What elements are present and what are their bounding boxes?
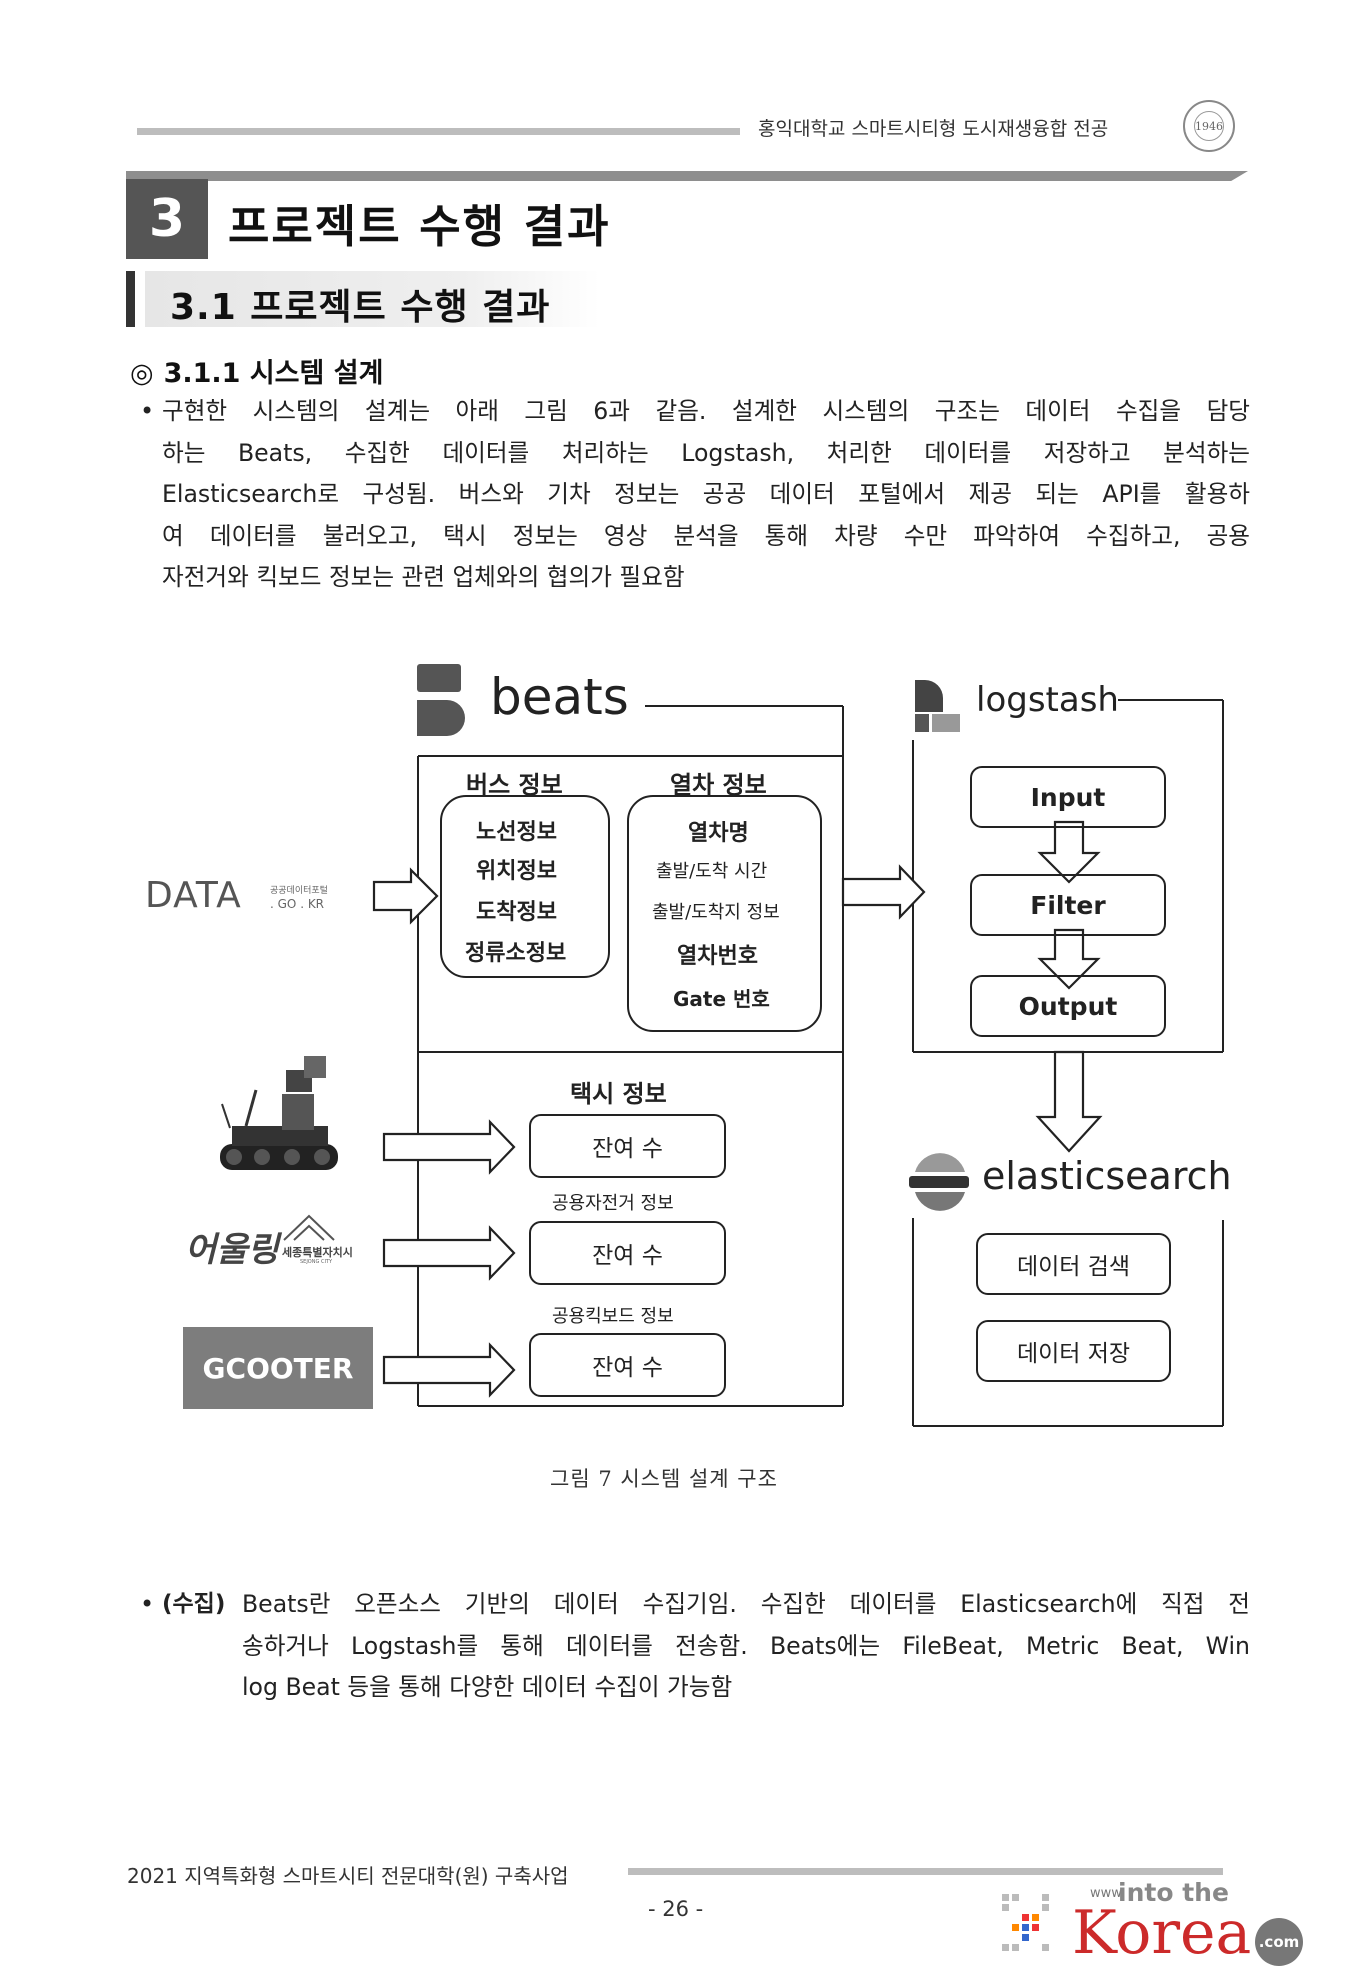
footer-title: 2021 지역특화형 스마트시티 전문대학(원) 구축사업 xyxy=(127,1860,569,1889)
logstash-input-box: Input xyxy=(970,766,1166,828)
logstash-filter-box: Filter xyxy=(970,874,1166,936)
taxi-info-title: 택시 정보 xyxy=(570,1074,667,1109)
kick-remaining-box: 잔여 수 xyxy=(529,1333,726,1397)
paragraph-2: Beats란 오픈소스 기반의 데이터 수집기임. 수집한 데이터를 Elast… xyxy=(242,1584,1250,1709)
figure-caption: 그림 7 시스템 설계 구조 xyxy=(550,1463,778,1493)
bus-route-info: 노선정보 xyxy=(476,814,557,846)
es-store-box: 데이터 저장 xyxy=(976,1320,1171,1382)
es-search-box: 데이터 검색 xyxy=(976,1233,1171,1295)
logstash-label: logstash xyxy=(976,680,1119,720)
beats-label: beats xyxy=(490,668,629,726)
logstash-output-box: Output xyxy=(970,975,1166,1037)
elasticsearch-logo-icon xyxy=(907,1150,971,1214)
footer-rule xyxy=(628,1868,1223,1875)
bus-arrival-info: 도착정보 xyxy=(476,894,557,926)
pixel-grid-icon xyxy=(1000,1892,1060,1962)
bike-info-title: 공용자전거 정보 xyxy=(552,1189,674,1215)
gcooter-text: GCOOTER xyxy=(203,1352,354,1385)
para2-line: 송하거나 Logstash를 통해 데이터를 전송함. Beats에는 File… xyxy=(242,1626,1250,1668)
brand-korea: Korea xyxy=(1072,1898,1251,1968)
sejong-logo: 세종특별자치시 xyxy=(282,1244,353,1260)
logstash-logo-icon xyxy=(913,678,965,734)
sejong-sub: SEJONG CITY xyxy=(300,1259,332,1265)
kick-info-title: 공용킥보드 정보 xyxy=(552,1302,674,1328)
arrow-data-to-beats xyxy=(374,870,437,922)
train-gate: Gate 번호 xyxy=(673,983,770,1012)
intothekorea-watermark: www. into the Korea .com xyxy=(1000,1882,1330,1972)
brand-com: .com xyxy=(1259,1933,1300,1951)
bus-location-info: 위치정보 xyxy=(476,853,557,885)
page-number: - 26 - xyxy=(648,1897,703,1921)
arrow-bike xyxy=(384,1228,514,1278)
para2-line: log Beat 등을 통해 다양한 데이터 수집이 가능함 xyxy=(242,1667,1250,1709)
beats-logo-icon xyxy=(417,664,473,736)
train-name: 열차명 xyxy=(688,815,749,847)
bus-stop-info: 정류소정보 xyxy=(465,935,566,967)
taxi-remaining-box: 잔여 수 xyxy=(529,1114,726,1178)
elasticsearch-label: elasticsearch xyxy=(982,1154,1232,1198)
train-number: 열차번호 xyxy=(677,938,758,970)
train-time: 출발/도착 시간 xyxy=(656,857,767,883)
train-station: 출발/도착지 정보 xyxy=(652,898,780,924)
arrow-kick xyxy=(384,1345,514,1395)
para2-line: Beats란 오픈소스 기반의 데이터 수집기임. 수집한 데이터를 Elast… xyxy=(242,1584,1250,1626)
data-portal-logo: DATA xyxy=(145,875,242,916)
data-portal-sub1: 공공데이터포털 xyxy=(270,883,328,896)
arrow-beats-to-logstash xyxy=(843,867,924,917)
robot-car-icon xyxy=(212,1052,342,1182)
arrow-input-filter xyxy=(1040,822,1098,882)
arrow-taxi xyxy=(384,1122,514,1172)
gcooter-logo: GCOOTER xyxy=(183,1327,373,1409)
para2-label: (수집) xyxy=(162,1584,225,1626)
brand-com-badge: .com xyxy=(1255,1918,1303,1966)
bike-remaining-box: 잔여 수 xyxy=(529,1221,726,1285)
arrow-logstash-to-elasticsearch xyxy=(1038,1052,1100,1151)
eoulling-logo: 어울링 xyxy=(185,1222,279,1271)
data-portal-sub2: . GO . KR xyxy=(270,897,324,911)
sejong-emblem-icon xyxy=(282,1212,336,1242)
para2-bullet: • xyxy=(140,1590,154,1618)
